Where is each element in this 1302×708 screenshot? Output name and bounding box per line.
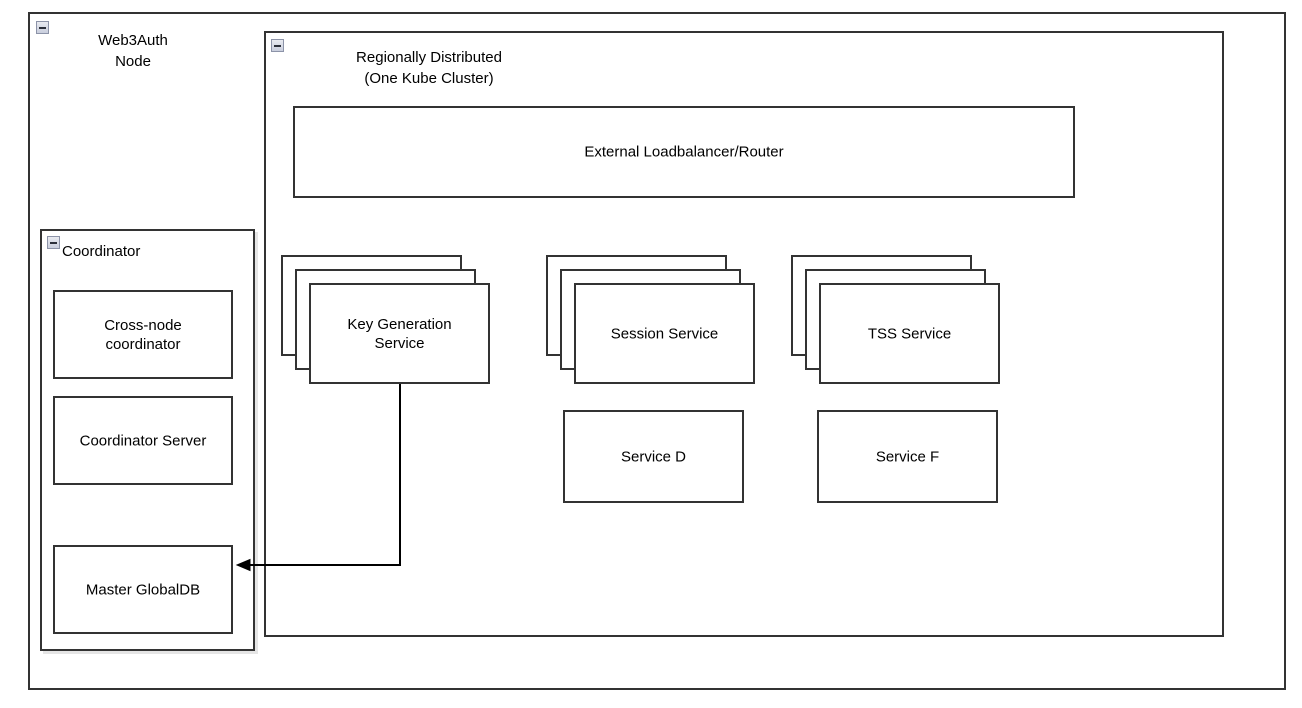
session-service-label: Session Service: [610, 325, 719, 342]
key-generation-service-label: Key Generation Service: [347, 315, 452, 352]
session-service-instance-1[interactable]: Session Service: [574, 283, 755, 384]
external-loadbalancer-router-label: External Loadbalancer/Router: [584, 143, 784, 161]
collapse-minus-icon-kube-cluster[interactable]: [271, 39, 284, 52]
coordinator-label: Coordinator: [62, 243, 141, 260]
coordinator-server-label: Coordinator Server: [79, 432, 207, 449]
tss-service-instance-1[interactable]: TSS Service: [819, 283, 1000, 384]
external-loadbalancer-router-box[interactable]: External Loadbalancer/Router: [293, 106, 1075, 198]
tss-service-label: TSS Service: [867, 325, 952, 342]
session-service-stack[interactable]: Session Service: [546, 255, 756, 385]
web3auth-node-label: Web3Auth Node: [98, 32, 168, 70]
cross-node-coordinator-label: Cross-node coordinator: [104, 316, 182, 353]
collapse-minus-icon-coordinator[interactable]: [47, 236, 60, 249]
tss-service-stack[interactable]: TSS Service: [791, 255, 1001, 385]
master-globaldb-box[interactable]: Master GlobalDB: [53, 545, 233, 634]
service-d-label: Service D: [620, 448, 687, 465]
service-d-box[interactable]: Service D: [563, 410, 744, 503]
service-f-label: Service F: [875, 448, 940, 465]
kube-cluster-label: Regionally Distributed (One Kube Cluster…: [356, 49, 502, 87]
collapse-minus-icon-web3auth-node[interactable]: [36, 21, 49, 34]
master-globaldb-label: Master GlobalDB: [85, 581, 201, 598]
cross-node-coordinator-box[interactable]: Cross-node coordinator: [53, 290, 233, 379]
service-f-box[interactable]: Service F: [817, 410, 998, 503]
coordinator-server-box[interactable]: Coordinator Server: [53, 396, 233, 485]
key-generation-service-instance-1[interactable]: Key Generation Service: [309, 283, 490, 384]
key-generation-service-stack[interactable]: Key Generation Service: [281, 255, 491, 385]
